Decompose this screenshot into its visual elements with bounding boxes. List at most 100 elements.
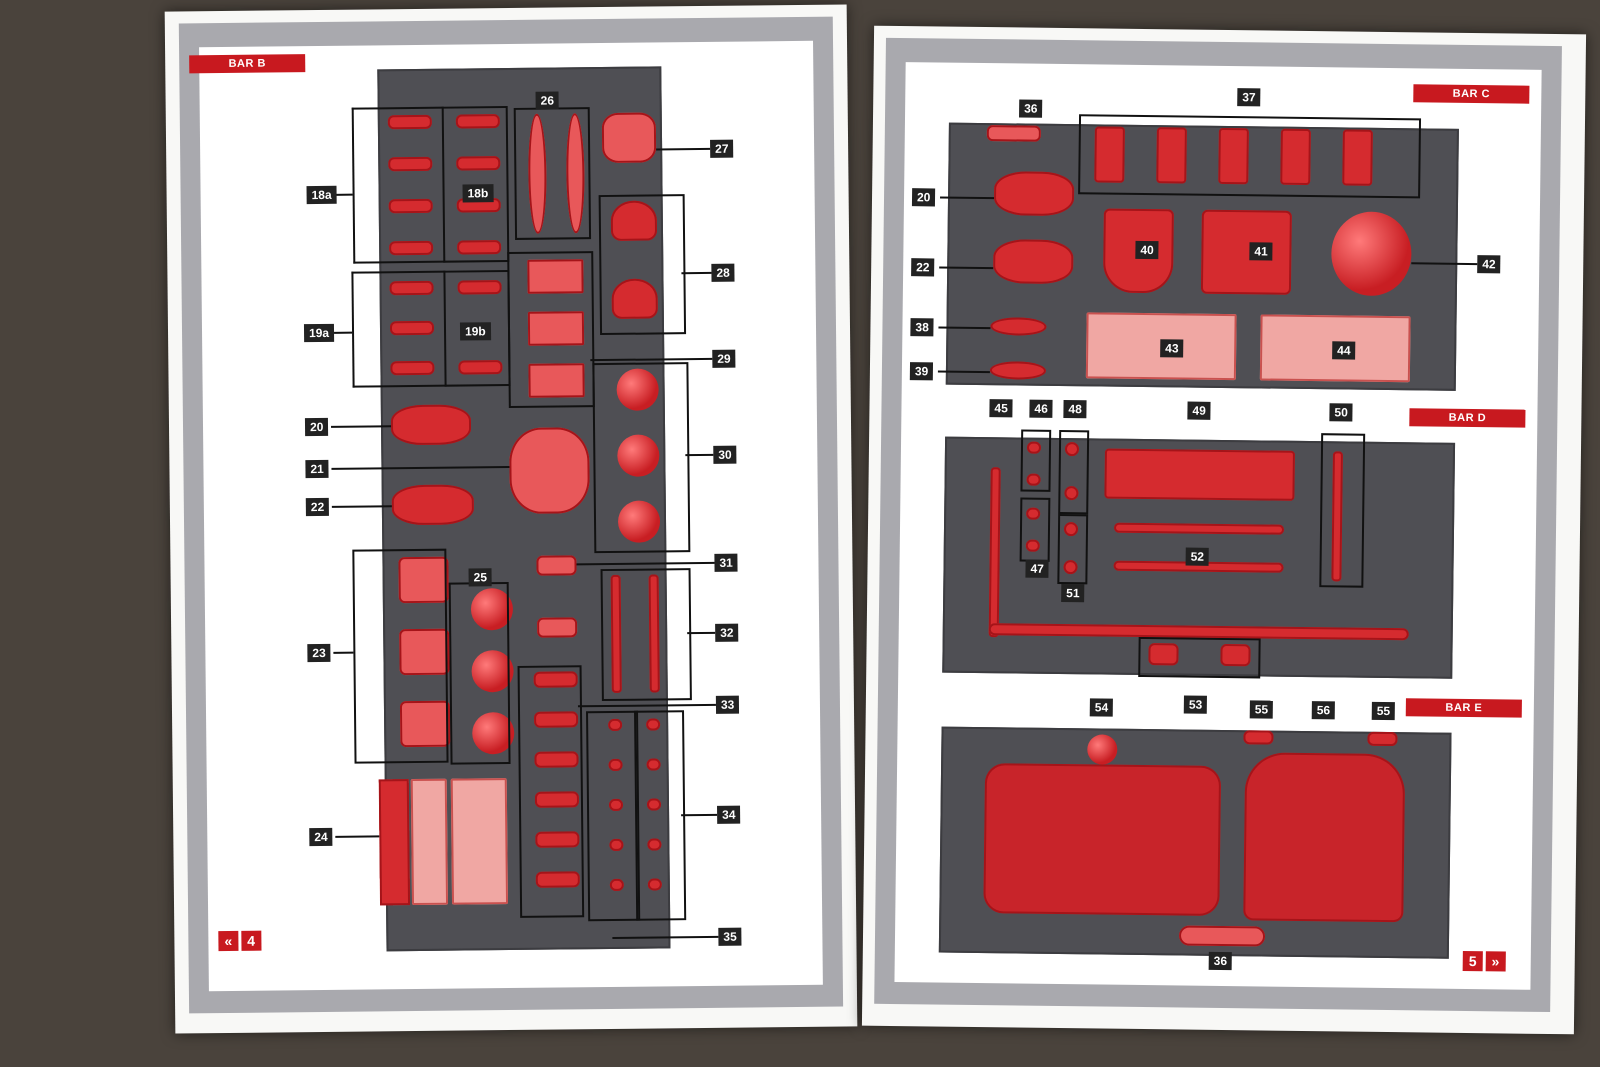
part-56: [1243, 752, 1406, 923]
part-label: 56: [1311, 701, 1336, 720]
part-label: 46: [1029, 399, 1053, 418]
part-label: 54: [1089, 698, 1114, 717]
bracket-19a: [351, 270, 447, 388]
part-31: [536, 555, 577, 576]
left-page: BAR B: [164, 4, 858, 1034]
bracket-28: [598, 194, 687, 336]
bracket-23: [352, 548, 449, 764]
part-20: [390, 404, 472, 446]
part-label: 53: [1183, 695, 1208, 714]
part-label: 32: [715, 623, 739, 642]
part-label: 24: [309, 827, 333, 847]
bracket-47: [1019, 497, 1051, 562]
part-27: [601, 112, 657, 164]
bar-b-tag: BAR B: [189, 54, 306, 74]
page-number: 5: [1462, 950, 1483, 972]
part-label: 47: [1025, 559, 1049, 578]
part-label: 48: [1063, 400, 1087, 419]
part-54: [1087, 734, 1118, 765]
bracket-26: [513, 107, 592, 240]
part-label: 20: [304, 417, 329, 437]
part-label: 55: [1249, 700, 1274, 719]
part-label: 29: [712, 349, 736, 368]
part-label: 18b: [462, 184, 494, 203]
part-label: 44: [1332, 341, 1356, 360]
part-24: [378, 779, 411, 906]
part-22: [391, 484, 475, 526]
leader-30: [685, 453, 714, 457]
part-label: 36: [1019, 99, 1043, 118]
leader-34: [681, 813, 718, 817]
bracket-53: [1138, 636, 1261, 679]
part-45: [988, 467, 1001, 638]
bar-d-tag: BAR D: [1409, 408, 1526, 428]
bracket-35: [586, 710, 641, 922]
part-55: [1243, 730, 1274, 745]
part-label: 39: [909, 362, 934, 381]
part-label: 35: [718, 927, 742, 946]
part-label: 42: [1477, 255, 1501, 274]
bracket-37: [1078, 114, 1422, 199]
part-label: 34: [717, 805, 741, 824]
part-label: 50: [1329, 403, 1353, 422]
bracket-30: [592, 362, 691, 554]
bracket-25: [448, 582, 511, 765]
part-label: 37: [1237, 88, 1261, 107]
part-label: 28: [711, 263, 735, 282]
part-label: 22: [911, 258, 935, 277]
bracket-32: [600, 568, 692, 702]
part-label: 19a: [303, 323, 335, 343]
part-label: 26: [535, 91, 560, 110]
part-label: 20: [911, 188, 936, 207]
part-24: [450, 778, 509, 905]
leader-19a: [334, 331, 353, 334]
bracket-48: [1058, 429, 1090, 515]
part-36: [986, 125, 1041, 142]
part-label: 23: [307, 643, 331, 663]
part-label: 21: [305, 459, 329, 479]
page-number: 4: [241, 930, 262, 951]
bracket-29: [507, 251, 595, 409]
leader-18a: [334, 193, 353, 196]
bracket-46: [1020, 429, 1052, 492]
page-number-left: « 4: [218, 930, 262, 952]
part-label: 18a: [306, 185, 337, 205]
part-label: 19b: [459, 322, 491, 341]
bracket-33: [517, 665, 585, 918]
part-41: [1200, 209, 1292, 295]
part-label: 27: [710, 139, 734, 158]
bracket-50: [1319, 433, 1366, 588]
leader-28: [681, 271, 712, 275]
part-54: [983, 763, 1222, 916]
double-chevron-right-icon[interactable]: »: [1485, 951, 1506, 972]
part-21: [509, 427, 590, 515]
leader-32: [687, 631, 716, 635]
part-52: [1113, 522, 1285, 535]
bar-c-tag: BAR C: [1413, 84, 1530, 104]
bracket-51: [1057, 513, 1089, 585]
part-label: 49: [1187, 401, 1211, 420]
bracket-34: [634, 710, 687, 921]
part-label: 30: [713, 445, 737, 464]
part-55: [1367, 731, 1398, 747]
part-label: 36: [1208, 951, 1233, 971]
bar-e-tag: BAR E: [1405, 698, 1522, 718]
part-label: 33: [715, 695, 740, 714]
part-label: 25: [468, 568, 493, 587]
bracket-18a: [351, 106, 446, 264]
part-label: 43: [1160, 339, 1184, 358]
part-36: [1178, 925, 1266, 947]
part-31: [537, 617, 578, 638]
part-24: [410, 778, 449, 906]
part-label: 41: [1249, 242, 1273, 261]
part-label: 55: [1371, 701, 1396, 721]
double-chevron-left-icon[interactable]: «: [218, 930, 239, 952]
leader-23: [333, 651, 354, 654]
part-22: [992, 239, 1074, 285]
part-label: 52: [1185, 547, 1210, 566]
part-label: 31: [714, 553, 738, 572]
part-49: [1104, 448, 1295, 501]
part-label: 51: [1061, 584, 1085, 603]
page-number-right: 5 »: [1462, 950, 1506, 972]
part-20: [993, 171, 1075, 217]
